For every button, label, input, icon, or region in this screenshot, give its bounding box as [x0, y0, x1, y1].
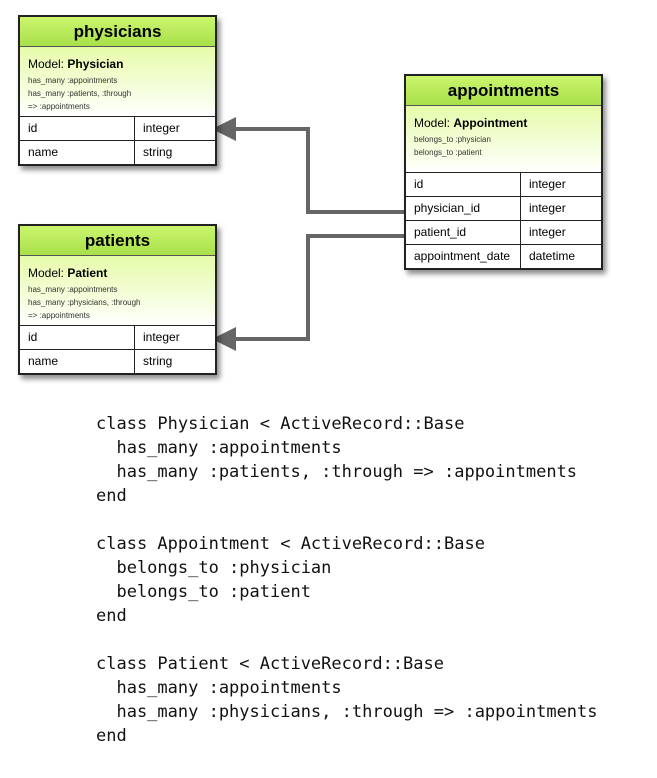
physicians-table: physicians Model: Physician has_many :ap…: [18, 15, 217, 166]
column-name: id: [406, 173, 521, 196]
column-type: string: [143, 354, 173, 368]
model-label: Model:: [28, 57, 65, 71]
column-name: name: [20, 350, 135, 373]
appointments-table: appointments Model: Appointment belongs_…: [404, 74, 603, 270]
code-line: end: [96, 726, 127, 746]
model-line: Model: Patient: [28, 266, 207, 280]
physician-id-connector: [212, 117, 405, 214]
relation-line: has_many :appointments: [28, 76, 118, 85]
model-name: Physician: [67, 57, 124, 71]
model-section: Model: Physician has_many :appointments …: [20, 47, 215, 117]
column-name: name: [20, 141, 135, 164]
code-line: end: [96, 486, 127, 506]
column-type: datetime: [529, 249, 576, 263]
column-name: patient_id: [406, 221, 521, 244]
column-row-name: name string: [20, 141, 215, 164]
code-line: has_many :appointments: [96, 438, 342, 458]
code-listing: class Physician < ActiveRecord::Base has…: [96, 412, 598, 748]
column-type: integer: [143, 121, 180, 135]
relation-line: has_many :patients, :through: [28, 89, 132, 98]
column-name: id: [20, 117, 135, 140]
table-title: appointments: [406, 76, 601, 106]
column-row-patient-id: patient_id integer: [406, 221, 601, 245]
model-section: Model: Appointment belongs_to :physician…: [406, 106, 601, 173]
model-section: Model: Patient has_many :appointments ha…: [20, 256, 215, 326]
column-row-id: id integer: [20, 326, 215, 350]
code-line: has_many :physicians, :through => :appoi…: [96, 702, 598, 722]
relation-line: belongs_to :patient: [414, 148, 482, 157]
model-name: Patient: [67, 266, 108, 280]
model-line: Model: Appointment: [414, 116, 593, 130]
column-name: id: [20, 326, 135, 349]
patients-table: patients Model: Patient has_many :appoin…: [18, 224, 217, 375]
code-line: class Patient < ActiveRecord::Base: [96, 654, 444, 674]
code-line: class Appointment < ActiveRecord::Base: [96, 534, 485, 554]
code-line: end: [96, 606, 127, 626]
column-row-appointment-date: appointment_date datetime: [406, 245, 601, 268]
code-line: belongs_to :physician: [96, 558, 332, 578]
appointment-class-code: class Appointment < ActiveRecord::Base b…: [96, 532, 598, 628]
patient-class-code: class Patient < ActiveRecord::Base has_m…: [96, 652, 598, 748]
column-type: integer: [143, 330, 180, 344]
code-line: has_many :patients, :through => :appoint…: [96, 462, 578, 482]
column-row-name: name string: [20, 350, 215, 373]
relation-line: => :appointments: [28, 311, 90, 320]
model-label: Model:: [414, 116, 451, 130]
table-title: patients: [20, 226, 215, 256]
code-line: has_many :appointments: [96, 678, 342, 698]
column-row-physician-id: physician_id integer: [406, 197, 601, 221]
code-line: belongs_to :patient: [96, 582, 311, 602]
column-type: integer: [529, 177, 566, 191]
column-type: integer: [529, 201, 566, 215]
column-name: appointment_date: [406, 245, 521, 268]
relationship-connectors: [212, 117, 405, 351]
column-type: string: [143, 145, 173, 159]
model-line: Model: Physician: [28, 57, 207, 71]
model-label: Model:: [28, 266, 65, 280]
model-name: Appointment: [453, 116, 528, 130]
relation-line: belongs_to :physician: [414, 135, 491, 144]
column-name: physician_id: [406, 197, 521, 220]
table-title: physicians: [20, 17, 215, 47]
code-line: class Physician < ActiveRecord::Base: [96, 414, 465, 434]
relation-line: has_many :physicians, :through: [28, 298, 141, 307]
physician-class-code: class Physician < ActiveRecord::Base has…: [96, 412, 598, 508]
column-row-id: id integer: [20, 117, 215, 141]
column-row-id: id integer: [406, 173, 601, 197]
relation-line: has_many :appointments: [28, 285, 118, 294]
column-type: integer: [529, 225, 566, 239]
patient-id-connector: [212, 234, 405, 351]
relation-line: => :appointments: [28, 102, 90, 111]
